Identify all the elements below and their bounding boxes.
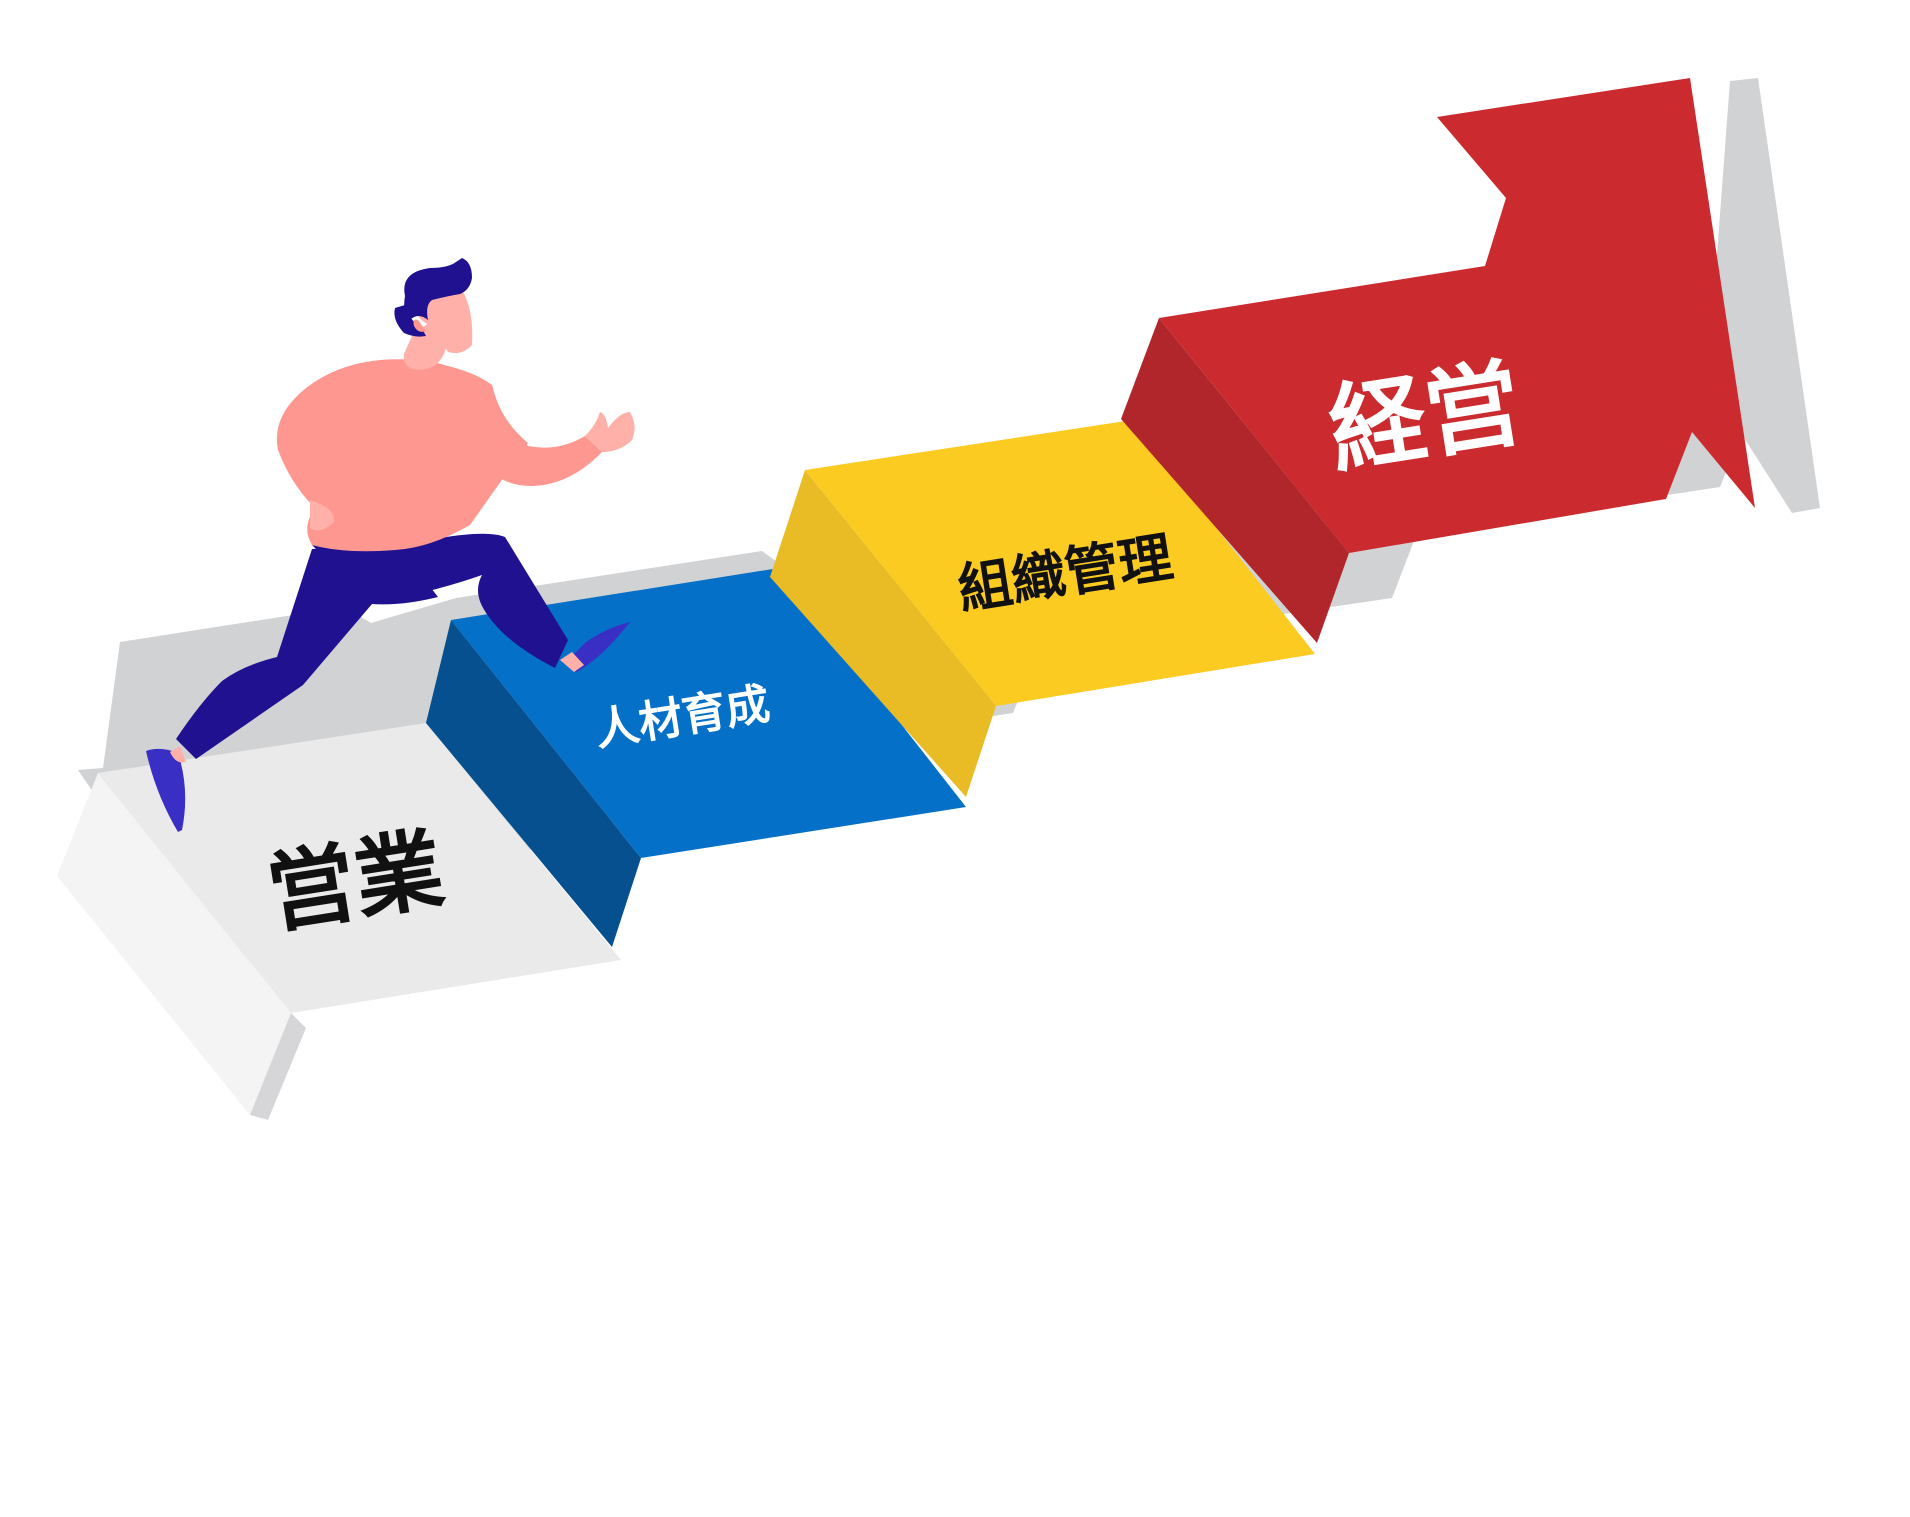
person-ear <box>413 319 426 332</box>
step-sales-front-lip <box>250 1013 306 1120</box>
person-front-foot-skin <box>560 652 584 672</box>
step-management-arrow <box>1159 78 1755 553</box>
person-front-shoe <box>565 622 630 672</box>
running-person-icon <box>146 258 635 832</box>
step-management <box>1121 78 1755 643</box>
step-sales-left-face <box>57 773 291 1115</box>
person-back-hand <box>310 500 335 531</box>
person-back-shoe <box>146 748 186 832</box>
step-training-riser <box>426 620 641 947</box>
step-training <box>426 568 966 947</box>
step-org-riser <box>770 470 996 797</box>
step-sales <box>57 723 621 1120</box>
step-management-riser <box>1121 318 1349 643</box>
person-front-hand <box>585 412 635 452</box>
person-back-foot-skin <box>170 746 186 763</box>
step-training-top-face <box>451 568 966 858</box>
person-front-leg <box>312 533 568 668</box>
person-shirt <box>298 359 528 552</box>
person-back-arm <box>276 391 354 510</box>
step-sales-top-face <box>98 723 621 1013</box>
person-front-arm <box>470 385 602 486</box>
person-hair <box>404 258 472 320</box>
person-neck <box>403 322 446 370</box>
